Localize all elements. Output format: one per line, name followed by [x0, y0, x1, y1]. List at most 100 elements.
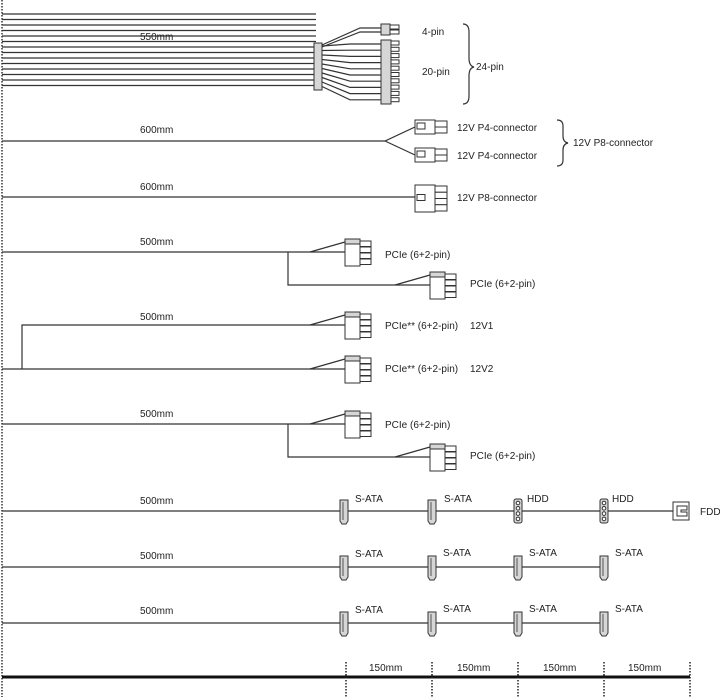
p4-connector-icon — [414, 119, 448, 135]
pin — [359, 369, 372, 376]
fdd-detail — [676, 505, 688, 517]
atx-cable — [2, 13, 400, 105]
pin — [390, 84, 400, 90]
atx-4pin-label: 4-pin — [422, 27, 444, 38]
pin — [390, 65, 400, 71]
wire — [321, 43, 381, 47]
p8-total-label: 12V P8-connector — [573, 138, 654, 149]
pcie-b-label-1: PCIe (6+2-pin) — [385, 420, 450, 431]
wire — [309, 358, 346, 370]
pcie-b-label-2: PCIe (6+2-pin) — [470, 451, 535, 462]
wire — [309, 314, 346, 326]
pin — [389, 24, 400, 30]
sata-label: S-ATA — [443, 604, 471, 615]
wire — [287, 424, 430, 458]
pin — [515, 506, 521, 511]
pcie-rail-label-1: PCIe** (6+2-pin) — [385, 321, 458, 332]
pin — [515, 516, 521, 522]
sata-1-length-label: 500mm — [140, 551, 173, 562]
eps-split-length-label: 600mm — [140, 125, 173, 136]
pin — [390, 40, 400, 46]
20pin-connector-icon — [380, 39, 392, 105]
sata-cable-1 — [2, 555, 609, 581]
pin — [390, 90, 400, 96]
sata-label: S-ATA — [444, 494, 472, 505]
sata-label: S-ATA — [355, 605, 383, 616]
sata-connector-icon — [339, 499, 349, 525]
wire — [321, 63, 381, 70]
sata-connector-icon — [427, 555, 437, 581]
pin — [434, 154, 448, 162]
pin — [601, 506, 607, 511]
sata-label: S-ATA — [443, 548, 471, 559]
sata-label: S-ATA — [615, 548, 643, 559]
sata-label: S-ATA — [355, 494, 383, 505]
atx-24pin-label: 24-pin — [476, 62, 504, 73]
sata-connector-icon — [599, 611, 609, 637]
pin — [390, 72, 400, 77]
pin — [601, 516, 607, 522]
pcie-cable-b — [2, 410, 457, 472]
pin — [434, 185, 448, 193]
rail-12v2-label: 12V2 — [470, 364, 494, 375]
molex-connector-icon — [513, 498, 523, 524]
wire — [321, 67, 381, 76]
pcie-rail-label-2: PCIe** (6+2-pin) — [385, 364, 458, 375]
pin — [434, 191, 448, 199]
pcie-2pin — [429, 443, 446, 450]
pcie-rail-cable — [2, 311, 372, 384]
sata-label: S-ATA — [529, 604, 557, 615]
pin — [390, 59, 400, 65]
pcie-2pin — [344, 355, 361, 362]
pin — [601, 511, 607, 516]
wire — [321, 81, 381, 95]
pin — [444, 273, 457, 280]
pcie-b-length-label: 500mm — [140, 409, 173, 420]
atx-20pin-label: 20-pin — [422, 67, 450, 78]
hdd-label: HDD — [612, 494, 634, 505]
pin — [359, 357, 372, 364]
pin — [359, 375, 372, 382]
eps-split-cable — [2, 126, 416, 156]
sata-hdd-cable — [2, 498, 690, 525]
sata-connector-icon — [513, 611, 523, 637]
pin — [390, 78, 400, 84]
length-ruler — [2, 662, 691, 697]
sata-label: S-ATA — [355, 549, 383, 560]
sata-connector-icon — [427, 499, 437, 525]
pin — [390, 53, 400, 59]
latch — [416, 194, 426, 201]
sata-connector-icon — [339, 555, 349, 581]
pin — [515, 511, 521, 516]
p4-connector-icon — [414, 147, 448, 163]
latch — [416, 122, 426, 130]
pin — [359, 325, 372, 332]
brace-24pin — [462, 23, 475, 105]
pin — [359, 430, 372, 437]
wire — [309, 413, 346, 425]
pin — [444, 285, 457, 292]
wire — [394, 274, 431, 286]
pin — [359, 331, 372, 338]
pin — [434, 120, 448, 128]
p4-label-2: 12V P4-connector — [457, 151, 538, 162]
ruler-segment-label: 150mm — [457, 663, 490, 674]
p8-label: 12V P8-connector — [457, 193, 538, 204]
sata-label: S-ATA — [615, 604, 643, 615]
wire — [321, 72, 381, 82]
pin — [444, 445, 457, 452]
4pin-connector-icon — [380, 23, 391, 36]
pin — [434, 148, 448, 156]
sata-connector-icon — [339, 611, 349, 637]
brace-p8 — [556, 119, 569, 167]
pcie-a-length-label: 500mm — [140, 237, 173, 248]
pin — [434, 126, 448, 134]
pin — [434, 198, 448, 206]
cable-sleeve — [313, 42, 323, 91]
hdd-label: HDD — [527, 494, 549, 505]
pin — [390, 46, 400, 52]
pin — [444, 291, 457, 298]
eps-length-label: 600mm — [140, 182, 173, 193]
pin — [389, 29, 400, 35]
